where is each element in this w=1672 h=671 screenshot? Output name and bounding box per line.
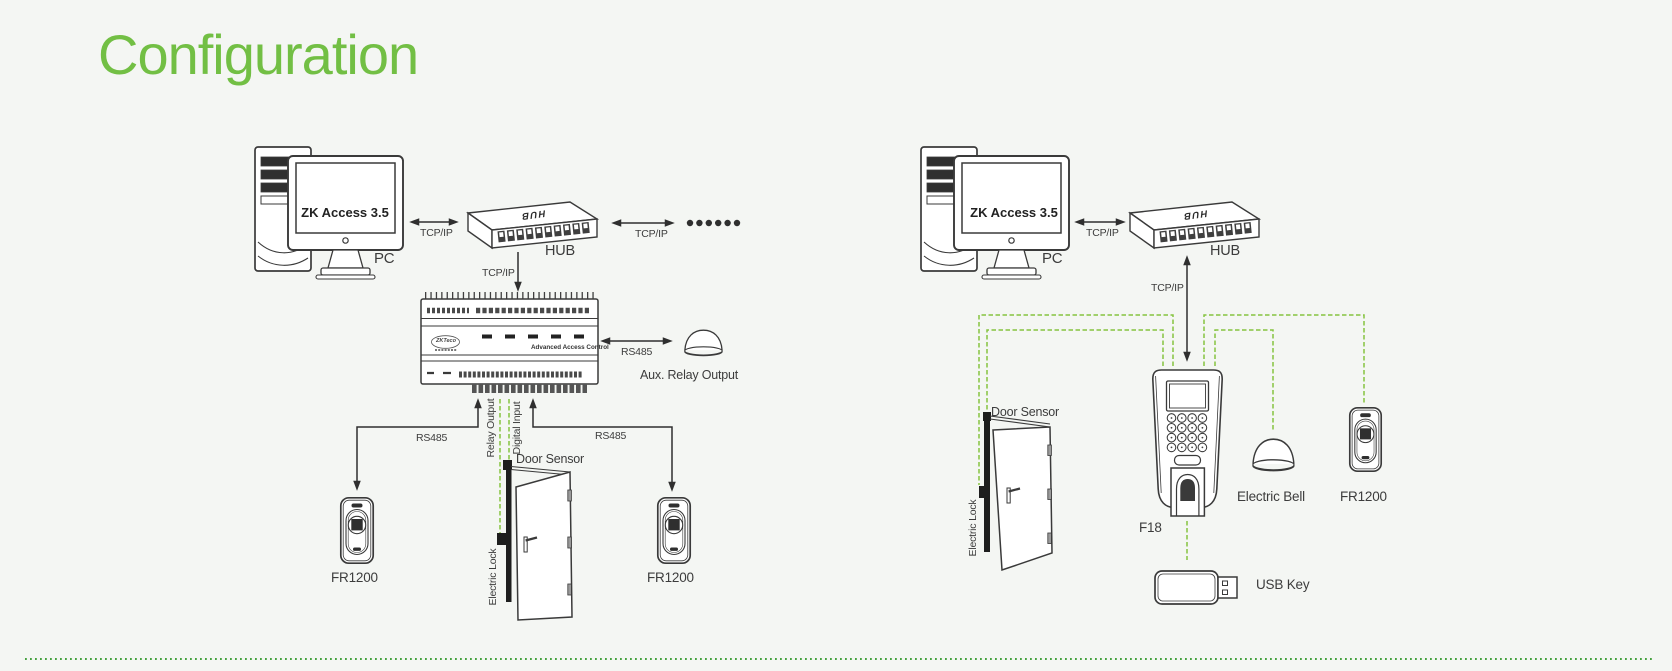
digital-input-label: Digital Input: [511, 401, 523, 455]
door-handle: [1006, 487, 1011, 504]
electric-lock-right-label: Electric Lock: [967, 499, 979, 557]
electric-lock-left-label: Electric Lock: [487, 548, 499, 606]
left-pc-screen-label: ZK Access 3.5: [301, 204, 389, 220]
wire-f18-fr1200: [1203, 314, 1365, 405]
door-leaf: [992, 426, 1053, 572]
fr1200-right-label: FR1200: [1340, 489, 1387, 504]
door-handle: [523, 536, 528, 553]
usb-key-device: [1154, 570, 1238, 605]
electric-lock-right-device: [979, 486, 989, 498]
arrow-rs485-right-reader: [529, 398, 676, 492]
tcpip-label-2: TCP/IP: [635, 228, 668, 240]
relay-output-label: Relay Output: [485, 398, 497, 458]
advanced-access-control-panel: [420, 292, 599, 393]
wire-f18-electric-lock: [978, 314, 1174, 485]
right-hub-label: HUB: [1210, 243, 1241, 259]
zkteco-logo-swoosh: [431, 335, 460, 349]
f18-label: F18: [1139, 520, 1162, 535]
left-green-wires: [499, 399, 510, 535]
rs485-label-right: RS485: [595, 430, 627, 442]
left-door: [497, 460, 573, 621]
fr1200-left-2-label: FR1200: [647, 570, 694, 585]
fr1200-left-2: [656, 496, 692, 565]
usb-key-label: USB Key: [1256, 577, 1310, 592]
tcpip-label-3: TCP/IP: [482, 267, 515, 279]
electric-bell-device: [1252, 438, 1295, 472]
left-connections: [353, 218, 676, 492]
left-pc-label: PC: [374, 250, 395, 267]
fr1200-right: [1348, 406, 1383, 473]
door-frame: [506, 465, 512, 602]
arrow-rs485-left-reader: [353, 398, 482, 491]
right-door: [979, 412, 1053, 572]
fr1200-left-1: [339, 496, 375, 565]
f18-device: [1151, 369, 1224, 517]
ethernet-continuation-dots: [686, 219, 741, 227]
electric-bell-label: Electric Bell: [1237, 489, 1305, 504]
tcpip-label-1: TCP/IP: [420, 227, 453, 239]
panel-name-label: Advanced Access Control: [531, 344, 609, 351]
right-pc-screen-label: ZK Access 3.5: [970, 204, 1058, 220]
electric-lock-left-device: [497, 533, 507, 545]
door-sensor-left-label: Door Sensor: [516, 452, 584, 466]
aux-relay-output-device: [684, 329, 723, 357]
right-green-wires: [978, 314, 1365, 560]
right-connections: [1074, 218, 1191, 362]
door-sensor-right-label: Door Sensor: [991, 405, 1059, 419]
aux-relay-output-label: Aux. Relay Output: [640, 368, 739, 382]
tcpip-label-5: TCP/IP: [1151, 282, 1184, 294]
page-title: Configuration: [98, 23, 419, 86]
right-pc-label: PC: [1042, 250, 1063, 267]
fr1200-left-1-label: FR1200: [331, 570, 378, 585]
wire-f18-bell: [1214, 329, 1274, 430]
door-leaf: [515, 471, 573, 621]
door-frame: [984, 415, 990, 552]
wire-f18-door-sensor: [986, 329, 1164, 410]
rs485-label-aux: RS485: [621, 346, 653, 358]
rs485-label-left: RS485: [416, 432, 448, 444]
tcpip-label-4: TCP/IP: [1086, 227, 1119, 239]
f18-keypad: [1166, 413, 1208, 453]
zkteco-logo: ZKTeco: [436, 338, 456, 344]
left-hub-label: HUB: [545, 243, 576, 259]
